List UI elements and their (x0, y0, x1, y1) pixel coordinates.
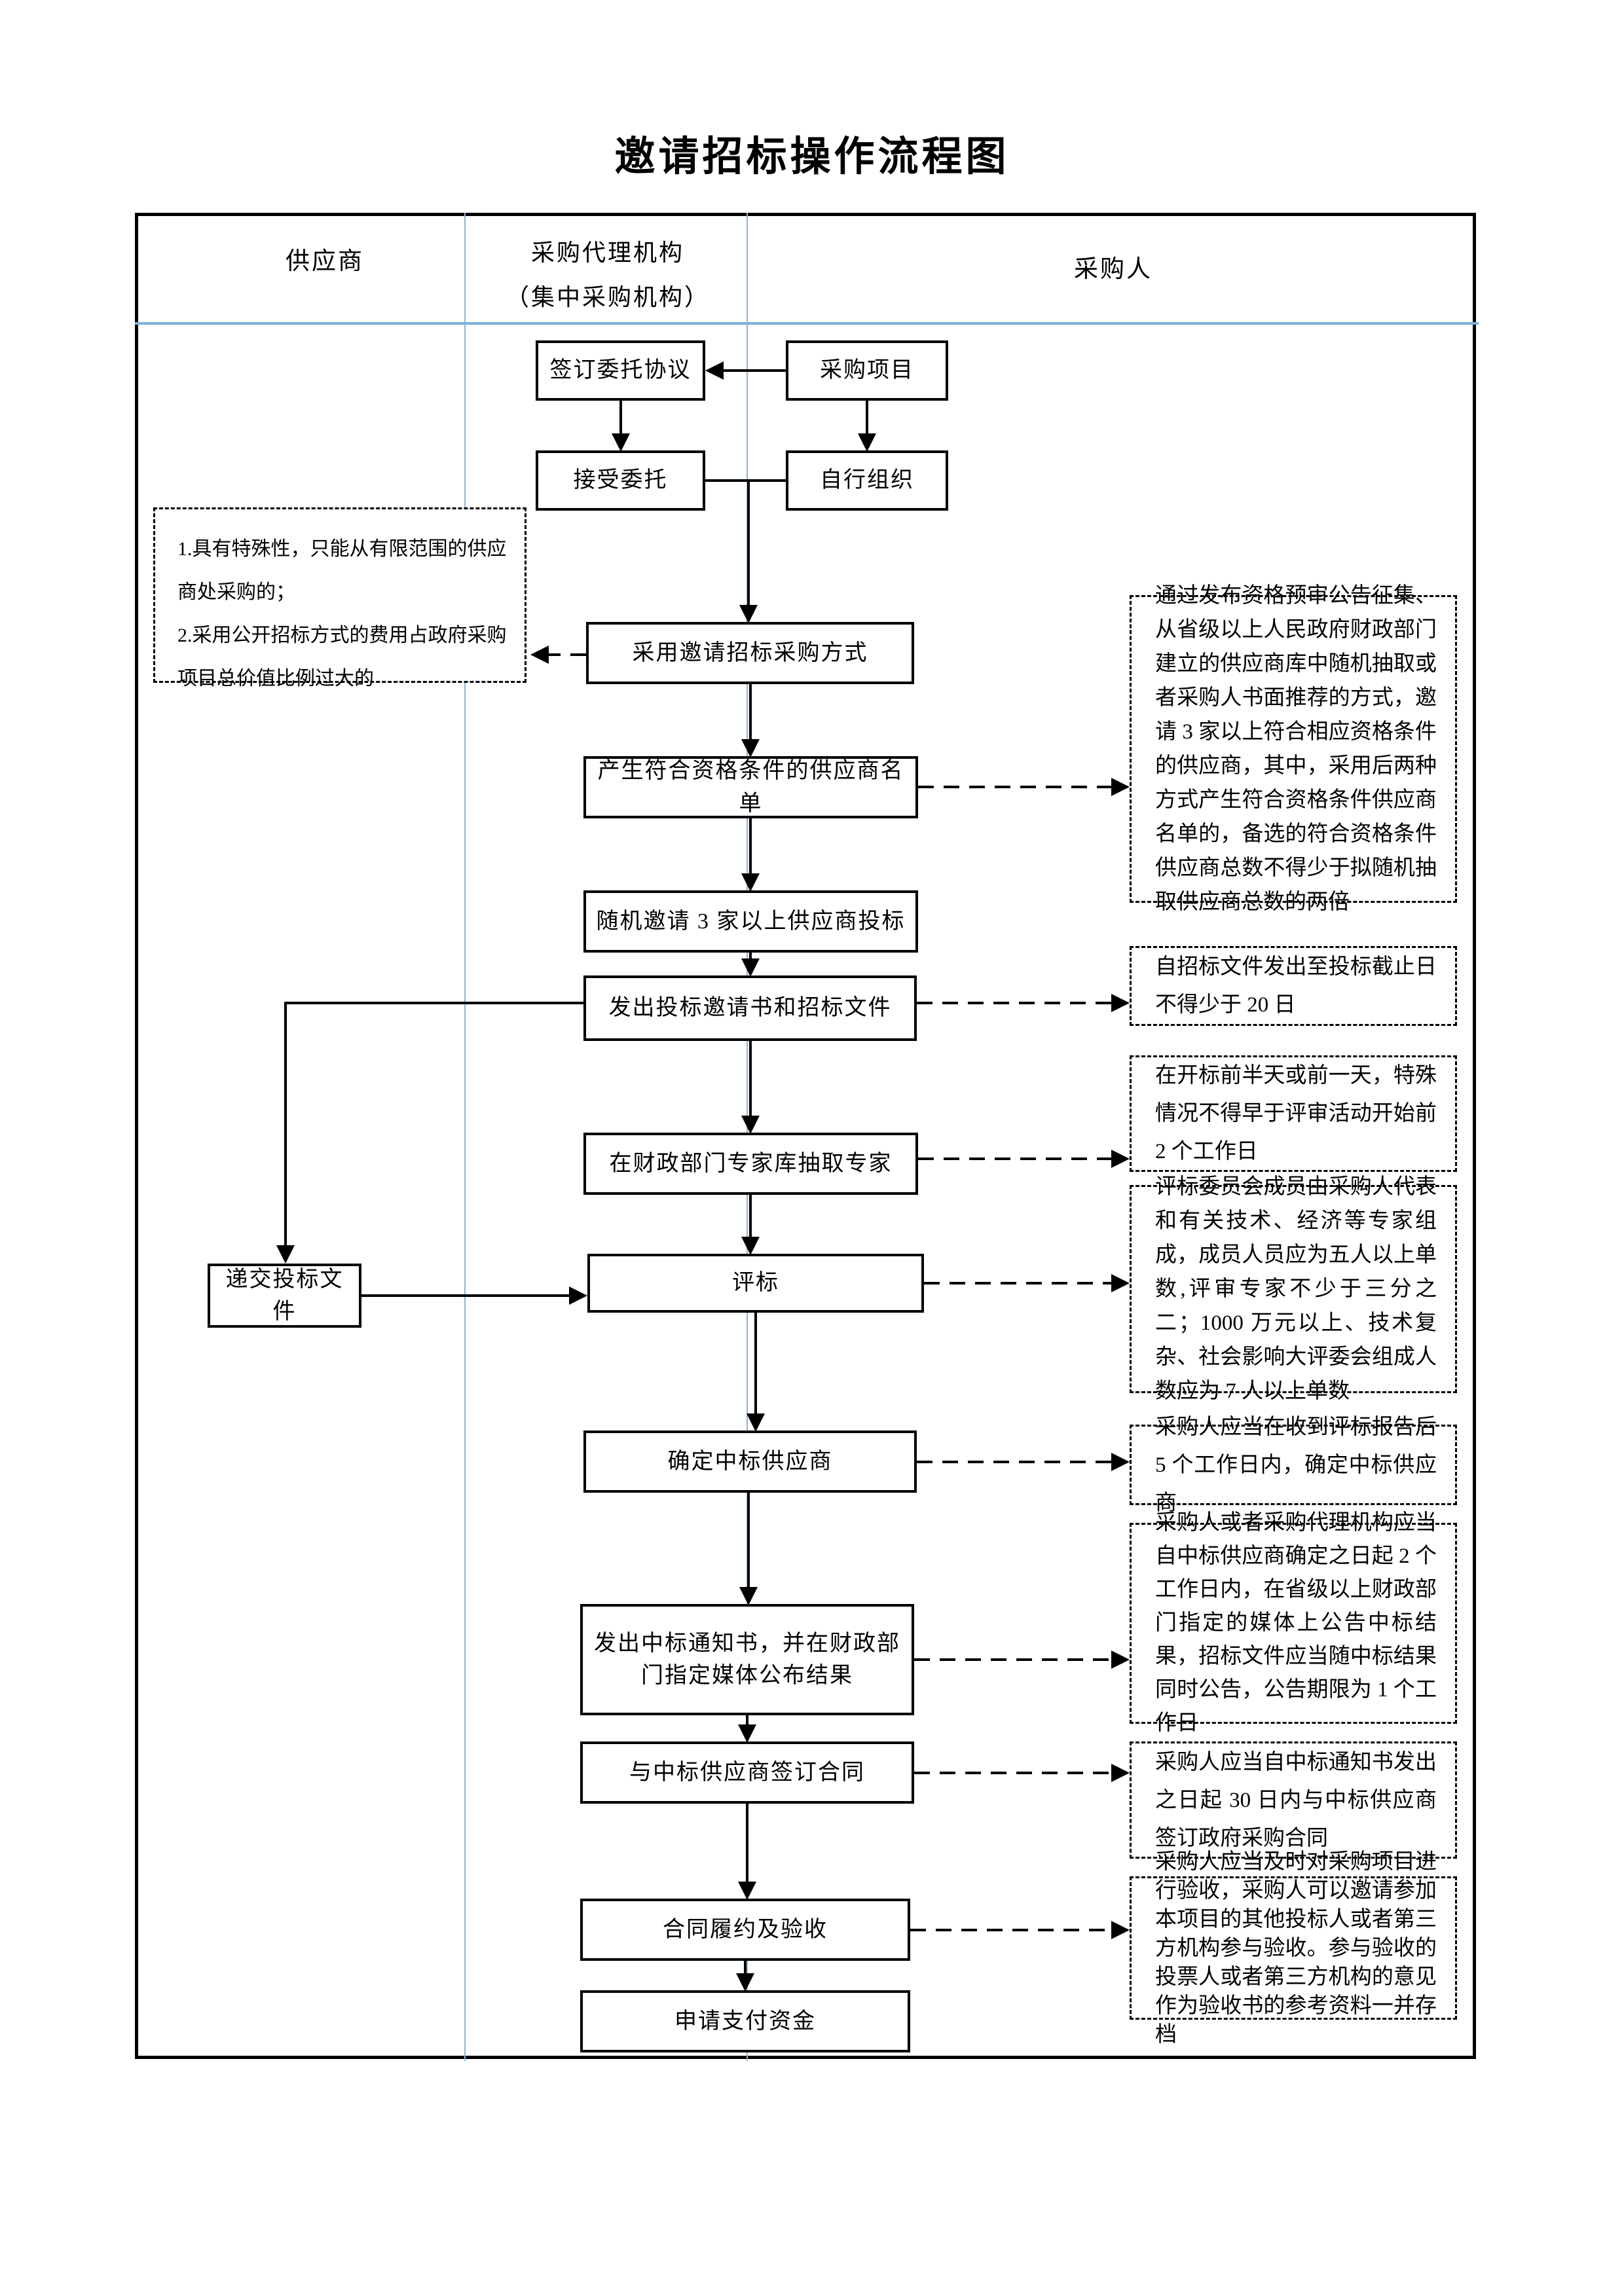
flow-node-generate-list: 产生符合资格条件的供应商名单 (583, 756, 918, 818)
annotation-text: 采购人应当及时对采购项目进行验收，采购人可以邀请参加本项目的其他投标人或者第三方… (1155, 1850, 1437, 2047)
diagram-frame (135, 213, 1476, 2059)
lane-divider-left (464, 213, 466, 2061)
annotation-box-expert-draw-time: 在开标前半天或前一天，特殊情况不得早于评审活动开始前 2 个工作日 (1130, 1055, 1457, 1172)
annotation-text: 采购人应当自中标通知书发出之日起 30 日内与中标供应商签订政府采购合同 (1155, 1750, 1437, 1850)
flow-node-accept-entrustment: 接受委托 (536, 450, 705, 511)
page-title: 邀请招标操作流程图 (614, 135, 1010, 179)
annotation-box-qualification-collection: 通过发布资格预审公告征集、从省级以上人民政府财政部门建立的供应商库中随机抽取或者… (1130, 584, 1457, 914)
flow-node-adopt-invitation: 采用邀请招标采购方式 (586, 622, 914, 684)
annotation-box-evaluation-committee: 评标委员会成员由采购人代表和有关技术、经济等专家组成，成员人员应为五人以上单数,… (1130, 1175, 1457, 1403)
annotation-box-twenty-days: 自招标文件发出至投标截止日不得少于 20 日 (1130, 946, 1457, 1026)
annotation-text: 评标委员会成员由采购人代表和有关技术、经济等专家组成，成员人员应为五人以上单数,… (1155, 1175, 1437, 1403)
annotation-text: 采购人应当在收到评标报告后 5 个工作日内，确定中标供应商 (1155, 1415, 1437, 1515)
annotation-text: 在开标前半天或前一天，特殊情况不得早于评审活动开始前 2 个工作日 (1155, 1064, 1437, 1163)
lane-header-purchaser: 采购人 (1074, 256, 1153, 283)
flow-node-apply-payment: 申请支付资金 (580, 1990, 910, 2052)
lane-header-supplier: 供应商 (286, 248, 364, 275)
annotation-text: 自招标文件发出至投标截止日不得少于 20 日 (1155, 955, 1437, 1017)
annotation-text: 采购人或者采购代理机构应当自中标供应商确定之日起 2 个工作日内，在省级以上财政… (1155, 1511, 1437, 1735)
flow-node-submit-bid-docs: 递交投标文件 (208, 1264, 361, 1328)
flow-node-sign-agreement: 签订委托协议 (536, 340, 705, 401)
flow-node-issue-invitation: 发出投标邀请书和招标文件 (583, 975, 917, 1041)
flow-node-bid-evaluation: 评标 (587, 1254, 924, 1313)
flow-node-draw-experts: 在财政部门专家库抽取专家 (583, 1133, 918, 1195)
flow-node-procurement-project: 采购项目 (786, 340, 948, 401)
annotation-text: 通过发布资格预审公告征集、从省级以上人民政府财政部门建立的供应商库中随机抽取或者… (1155, 584, 1437, 914)
flow-node-determine-winner: 确定中标供应商 (583, 1430, 917, 1493)
side-note-box: 1.具有特殊性，只能从有限范围的供应商处采购的； 2.采用公开招标方式的费用占政… (153, 507, 526, 689)
flow-node-contract-acceptance: 合同履约及验收 (580, 1899, 910, 1961)
header-rule (135, 322, 1479, 325)
annotation-box-announce-result: 采购人或者采购代理机构应当自中标供应商确定之日起 2 个工作日内，在省级以上财政… (1130, 1511, 1457, 1735)
flow-node-random-invite: 随机邀请 3 家以上供应商投标 (583, 890, 918, 953)
annotation-box-thirty-days-contract: 采购人应当自中标通知书发出之日起 30 日内与中标供应商签订政府采购合同 (1130, 1741, 1457, 1859)
flow-node-issue-notice: 发出中标通知书，并在财政部门指定媒体公布结果 (580, 1604, 914, 1715)
flow-node-self-organize: 自行组织 (786, 450, 948, 511)
lane-header-agency-line2: （集中采购机构） (505, 284, 710, 311)
annotation-box-five-working-days: 采购人应当在收到评标报告后 5 个工作日内，确定中标供应商 (1130, 1415, 1457, 1515)
lane-header-agency: 采购代理机构 （集中采购机构） (477, 230, 739, 320)
lane-header-agency-line1: 采购代理机构 (530, 240, 684, 266)
flow-node-sign-contract: 与中标供应商签订合同 (580, 1741, 914, 1804)
annotation-box-acceptance-check: 采购人应当及时对采购项目进行验收，采购人可以邀请参加本项目的其他投标人或者第三方… (1130, 1850, 1457, 2047)
